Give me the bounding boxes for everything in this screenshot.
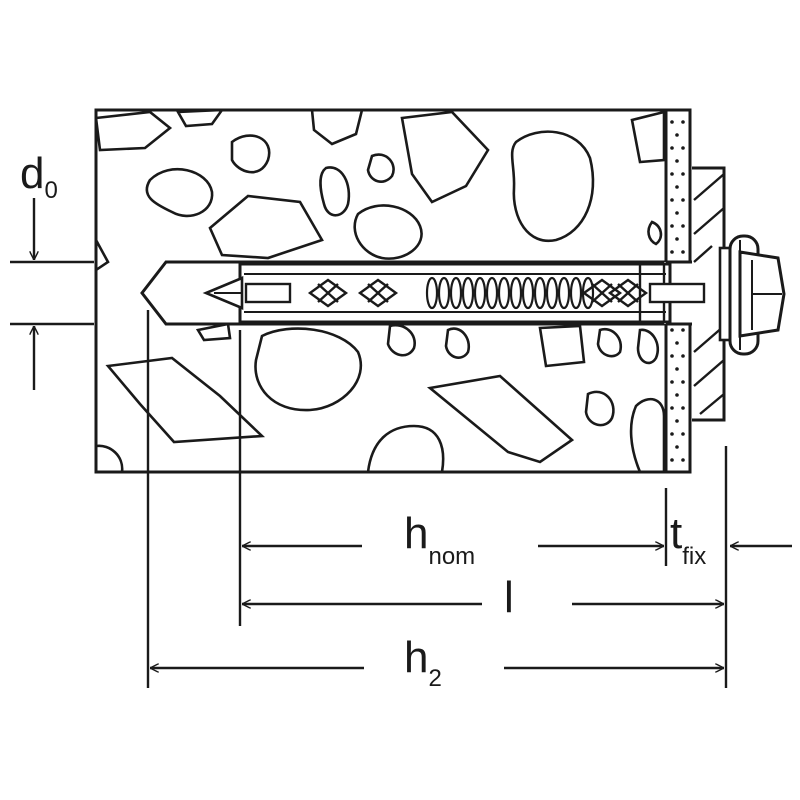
label-h2: h2 xyxy=(404,633,442,692)
screw-thread xyxy=(425,276,595,310)
screw xyxy=(202,276,706,310)
dimension-h2: h2 xyxy=(150,633,724,692)
extension-lines xyxy=(10,260,728,688)
label-h-nom: hnom xyxy=(404,509,475,570)
hex-head xyxy=(728,234,786,356)
dimension-t-fix: tfix xyxy=(670,509,792,570)
sleeve-expansion-pattern xyxy=(307,278,649,308)
label-t-fix: tfix xyxy=(670,509,706,570)
label-l: l xyxy=(504,573,514,622)
label-d0: d0 xyxy=(20,149,58,204)
dimension-d0: d0 xyxy=(20,149,58,390)
washer-bracket xyxy=(692,166,734,422)
dimension-l: l xyxy=(242,573,724,622)
anchor-sleeve xyxy=(238,262,672,324)
dimension-h-nom: hnom xyxy=(242,509,664,570)
aggregate-stones xyxy=(96,110,666,472)
